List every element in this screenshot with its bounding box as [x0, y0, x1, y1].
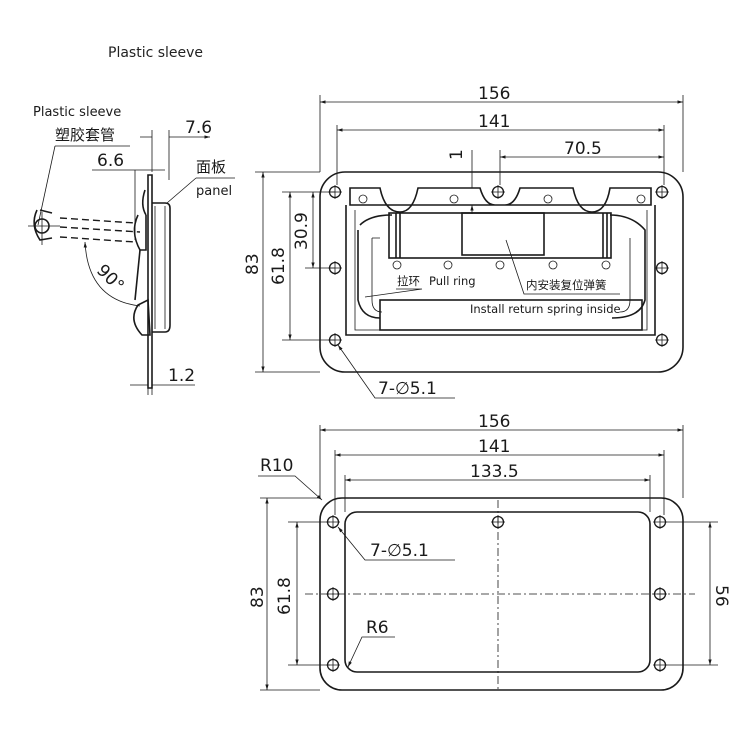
caption: Plastic sleeve	[108, 45, 203, 61]
dim-30-9: 30.9	[292, 212, 312, 250]
side-view: Plastic sleeve 塑胶套管 7.6 6.6 面板 panel 90°…	[28, 105, 235, 395]
dim-141: 141	[478, 112, 510, 132]
handle-top-view: 156 141 70.5 1 83 61.8 30.9 拉环 Pull ring…	[243, 84, 684, 399]
sleeve-label-en: Plastic sleeve	[33, 105, 121, 120]
holes-label-top: 7-∅5.1	[378, 379, 437, 399]
panel-cutout-view: 156 141 133.5 83 61.8 56 R10 7-∅5.1 R6	[248, 412, 731, 691]
cutout-dim-61-8: 61.8	[275, 577, 295, 615]
dim-156: 156	[478, 84, 510, 104]
dim-61-8: 61.8	[269, 247, 289, 285]
pull-ring-en: Pull ring	[429, 274, 476, 288]
panel-label-cn: 面板	[196, 158, 226, 176]
radius-r6: R6	[366, 618, 389, 638]
pull-ring-cn: 拉环	[397, 274, 420, 288]
sleeve-label-cn: 塑胶套管	[55, 126, 115, 144]
spring-cn: 内安装复位弹簧	[526, 278, 607, 292]
cutout-dim-83: 83	[248, 586, 268, 608]
dim-70-5: 70.5	[564, 139, 602, 159]
cutout-dim-133-5: 133.5	[470, 462, 519, 482]
cutout-dim-156: 156	[478, 412, 510, 432]
radius-r10: R10	[260, 456, 293, 476]
dim-1: 1	[447, 149, 467, 160]
cutout-dim-141: 141	[478, 437, 510, 457]
dim-83: 83	[243, 253, 263, 275]
dim-1-2: 1.2	[168, 366, 195, 386]
angle-label: 90°	[92, 261, 127, 296]
panel-label-en: panel	[196, 184, 232, 199]
dim-6-6: 6.6	[97, 151, 124, 171]
dim-7-6: 7.6	[185, 118, 212, 138]
holes-label-cutout: 7-∅5.1	[370, 541, 429, 561]
spring-en: Install return spring inside	[470, 302, 621, 316]
cutout-dim-56: 56	[711, 585, 731, 607]
